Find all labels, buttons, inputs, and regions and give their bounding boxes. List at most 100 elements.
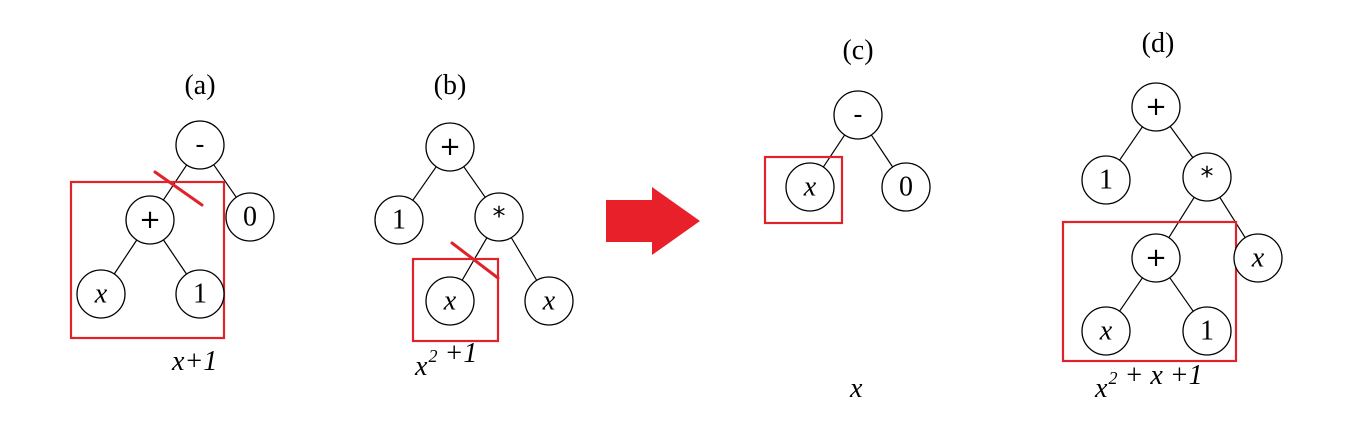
panel-d-caption: (d)	[1142, 28, 1175, 59]
tree-node-b-times: *	[474, 192, 524, 242]
tree-node-d-x-right: x	[1233, 233, 1283, 283]
node-label: 1	[1200, 316, 1214, 347]
panel-a-expression: x+1	[171, 346, 217, 377]
node-label: +	[439, 132, 461, 162]
tree-edge	[463, 166, 486, 198]
node-circle	[833, 90, 883, 140]
node-label: +	[1145, 243, 1167, 273]
tree-edge	[822, 134, 846, 168]
tree-nodes: - +0 x 1 +1 * x x - x 0 +1 * + x x 1	[76, 82, 1283, 356]
node-label: +	[139, 205, 161, 235]
tree-node-b-one: 1	[374, 195, 424, 245]
node-circle	[474, 192, 524, 242]
tree-node-b-x2: x	[524, 276, 574, 326]
tree-edge	[510, 237, 538, 281]
tree-node-d-one: 1	[1081, 155, 1131, 205]
node-circle	[425, 122, 475, 172]
panel-a-highlight-box	[69, 180, 226, 340]
panel-c-caption: (c)	[842, 35, 873, 66]
node-label: 1	[1099, 165, 1113, 196]
node-circle	[425, 276, 475, 326]
tree-node-a-plus: +	[125, 195, 175, 245]
node-circle	[1131, 82, 1181, 132]
highlight-boxes	[69, 155, 1238, 363]
tree-node-d-plus2: +	[1131, 233, 1181, 283]
node-label: 0	[243, 202, 257, 233]
node-circle	[125, 195, 175, 245]
panel-d-expression: x2 + x +1	[1094, 360, 1203, 404]
tree-node-d-one2: 1	[1182, 306, 1232, 356]
node-label: x	[803, 172, 817, 203]
panel-c-expression: x	[849, 373, 863, 404]
node-circle	[175, 120, 225, 170]
node-label: +	[1145, 92, 1167, 122]
node-label: -	[195, 130, 204, 160]
node-circle	[225, 192, 275, 242]
tree-node-b-x1: x	[425, 276, 475, 326]
panel-a-cut-mark	[153, 170, 204, 207]
tree-node-a-minus: -	[175, 120, 225, 170]
tree-node-a-x: x	[76, 269, 126, 319]
tree-edge	[1119, 126, 1143, 161]
tree-node-d-times: *	[1182, 152, 1232, 202]
expression-term: + x +1	[1117, 360, 1202, 391]
panel-c-highlight-box	[763, 155, 844, 225]
tree-node-c-minus: -	[833, 90, 883, 140]
tree-edge	[162, 239, 188, 275]
node-circle	[1131, 233, 1181, 283]
expression-term: +1	[184, 346, 217, 377]
expression-term: x	[849, 373, 863, 404]
expression-term: x	[171, 346, 185, 377]
tree-edge	[1168, 196, 1195, 239]
panel-b-caption: (b)	[434, 70, 467, 101]
tree-edge	[870, 134, 894, 168]
panel-b-highlight-box	[411, 257, 500, 343]
tree-node-d-plus: +	[1131, 82, 1181, 132]
node-circle	[76, 269, 126, 319]
tree-node-a-one: 1	[175, 269, 225, 319]
panel-a-caption: (a)	[184, 70, 215, 101]
tree-node-a-zero: 0	[225, 192, 275, 242]
node-circle	[175, 269, 225, 319]
node-label: x	[443, 286, 457, 317]
node-circle	[881, 162, 931, 212]
tree-node-d-x: x	[1081, 306, 1131, 356]
tree-edge	[113, 239, 138, 275]
tree-node-c-x: x	[785, 162, 835, 212]
node-circle	[1182, 306, 1232, 356]
node-label: *	[493, 202, 506, 232]
node-circle	[374, 195, 424, 245]
expression-superscript: 2	[428, 346, 437, 366]
panel-b-expression: x2 +1	[414, 338, 477, 382]
node-label: 1	[193, 279, 207, 310]
node-circle	[1081, 306, 1131, 356]
tree-node-b-plus: +	[425, 122, 475, 172]
panel-d-highlight-box	[1061, 220, 1238, 363]
tree-edge	[1219, 196, 1246, 239]
expression-term: x	[414, 351, 428, 382]
cut-marks	[153, 170, 500, 280]
node-label: 0	[899, 172, 913, 203]
tree-edge	[1119, 277, 1143, 312]
node-label: x	[1099, 316, 1113, 347]
node-label: -	[853, 100, 862, 130]
right-arrow-icon	[606, 187, 700, 255]
expression-term: +1	[437, 338, 477, 369]
panel-b-cut-mark	[450, 241, 500, 280]
node-label: 1	[392, 205, 406, 236]
node-circle	[524, 276, 574, 326]
node-label: *	[1201, 162, 1214, 192]
tree-edge	[1169, 277, 1194, 312]
expression-term: x	[1094, 373, 1108, 404]
panel-captions: (a) (b) (c) (d)	[184, 28, 1174, 101]
expression-superscript: 2	[1108, 368, 1117, 388]
node-circle	[1233, 233, 1283, 283]
tree-edge	[1169, 126, 1194, 158]
tree-edge	[412, 166, 437, 201]
node-label: x	[94, 279, 108, 310]
node-circle	[785, 162, 835, 212]
node-label: x	[1251, 243, 1265, 274]
tree-edges	[113, 126, 1246, 312]
